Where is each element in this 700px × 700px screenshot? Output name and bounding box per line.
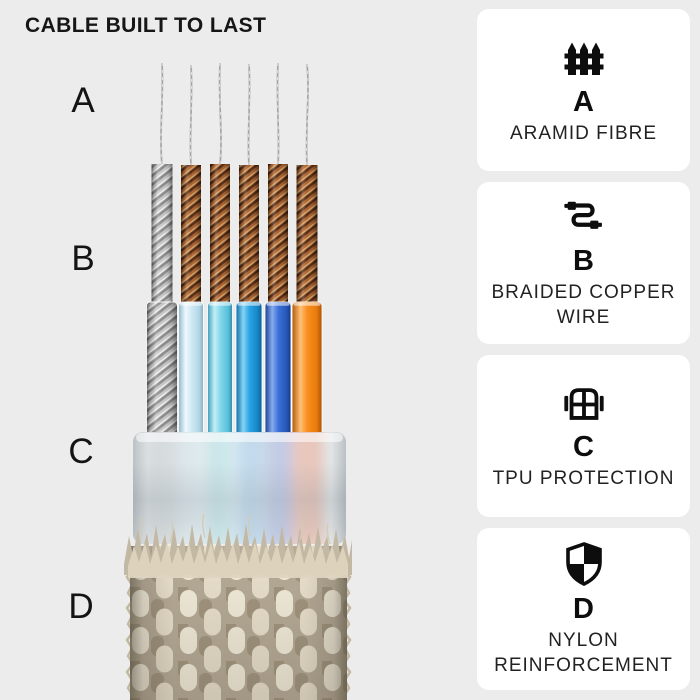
cable-icon — [563, 202, 602, 230]
tpu-casing-icon — [563, 387, 604, 420]
layer-label-c: C — [68, 432, 94, 471]
card-tpu-protection: C TPU PROTECTION — [477, 355, 690, 517]
legend-cards: A ARAMID FIBRE B BRAIDED COPPER WIRE — [477, 9, 690, 690]
layer-label-b: B — [71, 239, 95, 278]
card-aramid-fibre: A ARAMID FIBRE — [477, 9, 690, 171]
page-title: CABLE BUILT TO LAST — [25, 14, 267, 37]
card-label: ARAMID FIBRE — [509, 122, 658, 144]
braided-wires — [151, 164, 318, 310]
tpu-sleeve — [133, 432, 346, 544]
card-letter: D — [573, 593, 594, 626]
fence-icon — [564, 42, 603, 75]
aramid-strands — [160, 62, 309, 167]
card-letter: B — [573, 245, 594, 278]
card-letter: C — [573, 430, 594, 463]
card-label: TPU PROTECTION — [492, 467, 675, 489]
wire-jackets — [146, 301, 323, 440]
card-letter: A — [573, 85, 594, 118]
card-braided-copper-wire: B BRAIDED COPPER WIRE — [477, 182, 690, 344]
cable-cutaway-illustration — [124, 62, 352, 700]
layer-label-a: A — [71, 81, 95, 120]
layer-label-d: D — [68, 587, 94, 626]
card-label: NYLON REINFORCEMENT — [494, 630, 673, 676]
frayed-fibres — [124, 513, 352, 578]
shield-icon — [565, 542, 602, 587]
card-nylon-reinforcement: D NYLON REINFORCEMENT — [477, 528, 690, 690]
card-label: BRAIDED COPPER WIRE — [491, 282, 676, 328]
